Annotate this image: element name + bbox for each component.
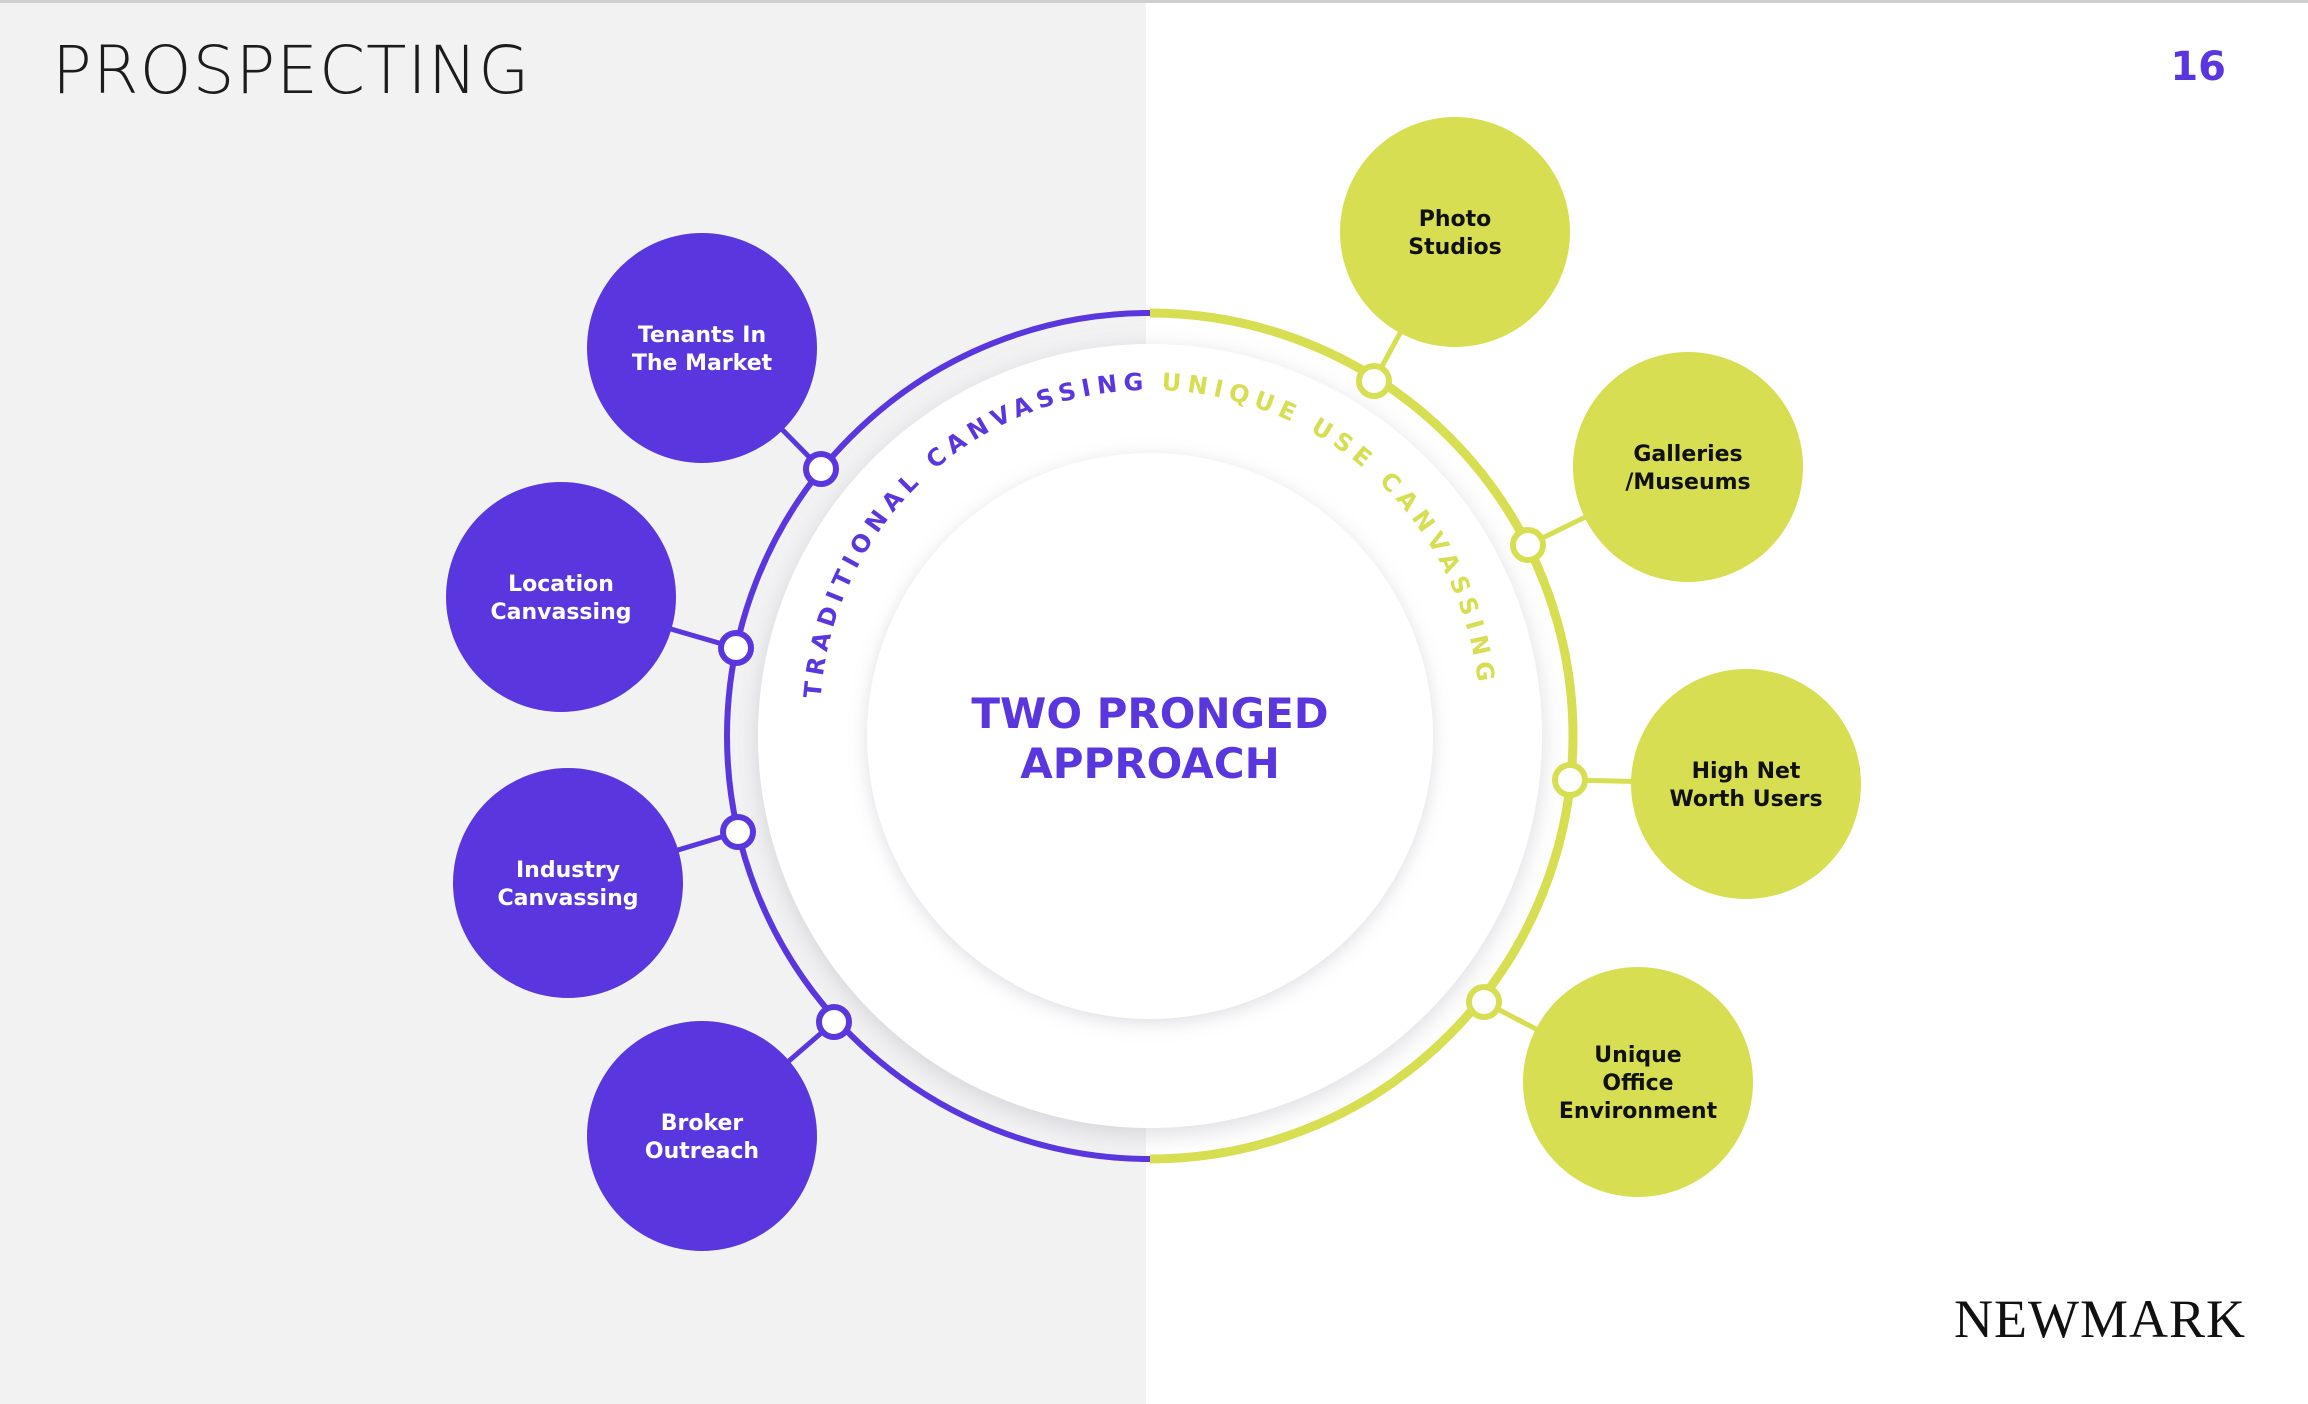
right-node-label-2-line-1: Galleries [1633,442,1742,467]
right-node-circle-1 [1340,117,1570,347]
newmark-logo: NEWMARK [1954,1289,2246,1349]
inner-white-disc [867,453,1433,1019]
ring-joints [718,363,1588,1040]
left-node-label-3-line-1: Industry [516,858,620,883]
left-node-label-4-line-2: Outreach [645,1139,759,1164]
left-ring-arc [724,310,1151,1162]
center-title-line-2: APPROACH [1020,739,1279,788]
left-node-label-2-line-1: Location [508,572,614,597]
left-node-label-4-line-1: Broker [661,1111,744,1136]
right-node-label-4-line-1: Unique [1594,1043,1681,1068]
page-title: PROSPECTING [52,32,531,109]
left-node-label-1-line-2: The Market [632,351,773,376]
right-node-circle-4 [1523,967,1753,1197]
left-node-circle-1 [587,233,817,463]
right-node-label-3-line-1: High Net [1692,759,1801,784]
right-node-2: Galleries/Museums [1573,352,1803,582]
left-joint-4 [816,1004,852,1040]
center-title-line-1: TWO PRONGED [971,689,1328,738]
left-node-1: Tenants In The Market [587,233,817,463]
right-node-label-1-line-1: Photo [1419,207,1492,232]
left-node-circle-2 [446,482,676,712]
left-joint-2 [718,630,754,666]
left-node-circle-4 [587,1021,817,1251]
right-joint-4 [1466,984,1502,1020]
right-node-label-3-line-2: Worth Users [1669,787,1822,812]
right-joint-1 [1356,363,1392,399]
right-node-label-2-line-2: /Museums [1625,470,1750,495]
left-joint-3 [720,814,756,850]
right-node-label-1-line-2: Studios [1408,235,1502,260]
right-ring-arc [1149,308,1578,1164]
right-joint-3 [1552,762,1588,798]
left-node-label-3-line-2: Canvassing [498,886,639,911]
right-node-label-4-line-3: Environment [1559,1099,1718,1124]
left-node-label-2-line-2: Canvassing [491,600,632,625]
right-joint-2 [1510,527,1546,563]
left-node-label-1-line-1: Tenants In [638,323,766,348]
left-joint-1 [803,451,839,487]
top-divider [0,0,2308,3]
left-node-circle-3 [453,768,683,998]
right-node-circle-2 [1573,352,1803,582]
page-number: 16 [2170,44,2226,90]
right-node-label-4-line-2: Office [1602,1071,1673,1096]
right-node-circle-3 [1631,669,1861,899]
